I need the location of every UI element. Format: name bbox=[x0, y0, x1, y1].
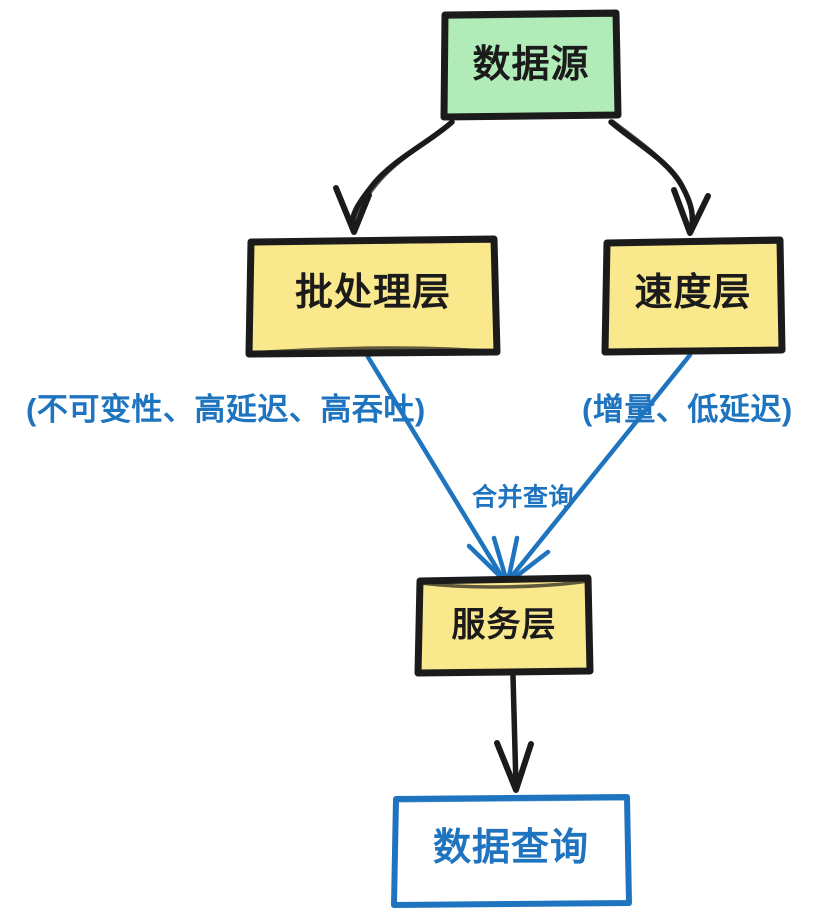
edge-serving-to-query[interactable] bbox=[494, 673, 534, 793]
node-data-query-label: 数据查询 bbox=[433, 827, 589, 869]
edge-source-to-batch-arrowhead bbox=[333, 185, 372, 235]
node-data-source-shape-sketch bbox=[442, 13, 620, 119]
node-batch-layer-label: 批处理层 bbox=[295, 272, 451, 314]
edge-source-to-batch-line-2 bbox=[351, 119, 454, 230]
node-speed-layer-label: 速度层 bbox=[634, 272, 751, 314]
edge-label-speed-properties: (增量、低延迟) bbox=[582, 392, 793, 427]
edge-speed-to-serving-arrow-left bbox=[505, 535, 520, 584]
node-speed-layer[interactable]: 速度层 bbox=[601, 236, 786, 356]
edge-source-to-batch[interactable] bbox=[333, 119, 455, 235]
edge-label-batch-properties: (不可变性、高延迟、高吞吐) bbox=[26, 392, 426, 427]
node-data-query-shape-sketch bbox=[393, 797, 630, 906]
edge-source-to-batch-line bbox=[349, 119, 455, 229]
node-data-source-label: 数据源 bbox=[472, 44, 589, 86]
edge-serving-to-query-arrowhead bbox=[494, 740, 534, 793]
node-serving-layer[interactable]: 服务层 bbox=[414, 574, 594, 677]
node-data-query[interactable]: 数据查询 bbox=[391, 794, 632, 908]
edge-source-to-speed[interactable] bbox=[608, 119, 711, 236]
edge-batch-to-serving[interactable] bbox=[365, 354, 510, 585]
edge-serving-to-query-line bbox=[510, 673, 519, 790]
node-speed-layer-shape-sketch bbox=[604, 240, 783, 353]
edge-speed-to-serving[interactable] bbox=[505, 352, 693, 585]
edge-label-merge-query: 合并查询 bbox=[472, 483, 574, 512]
edge-source-to-speed-line-2 bbox=[611, 119, 694, 232]
node-serving-layer-shape-sketch bbox=[417, 579, 591, 674]
node-data-source[interactable]: 数据源 bbox=[440, 9, 622, 121]
edge-labels-group: (不可变性、高延迟、高吞吐) (增量、低延迟) 合并查询 bbox=[26, 392, 793, 512]
edges-group bbox=[333, 119, 711, 793]
edge-batch-to-serving-arrow-right bbox=[491, 535, 510, 585]
node-serving-layer-label: 服务层 bbox=[452, 606, 557, 644]
edge-batch-to-serving-arrow-left bbox=[466, 543, 509, 585]
node-batch-layer-shape-sketch bbox=[248, 239, 498, 355]
edge-speed-to-serving-line bbox=[505, 352, 693, 584]
edge-source-to-speed-arrowhead bbox=[671, 187, 711, 236]
node-batch-layer[interactable]: 批处理层 bbox=[245, 235, 501, 358]
edge-batch-to-serving-line bbox=[365, 354, 507, 583]
